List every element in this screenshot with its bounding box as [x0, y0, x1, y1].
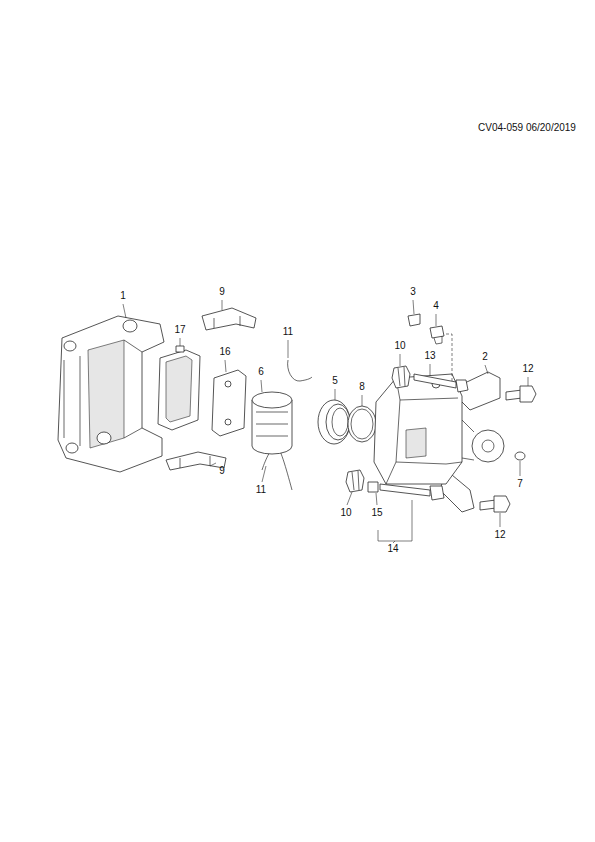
- guide-pin-boot-lower: [346, 470, 364, 492]
- callout-number: 7: [517, 479, 523, 489]
- pad-clip-lower: [166, 452, 226, 470]
- bleeder-cap-small: [515, 452, 525, 460]
- callout-number: 11: [283, 327, 293, 337]
- bleeder-cap: [408, 314, 420, 326]
- assembly-line: [446, 334, 452, 382]
- callout-number: 10: [394, 341, 405, 351]
- callout-number: 16: [219, 347, 230, 357]
- callout-number: 11: [256, 485, 266, 495]
- callout-number: 9: [219, 466, 225, 476]
- callout-number: 4: [433, 301, 439, 311]
- piston-boot: [318, 400, 350, 444]
- callout-number: 12: [522, 364, 533, 374]
- drawing-code: CV04-059 06/20/2019: [478, 123, 576, 133]
- callout-number: 2: [482, 352, 488, 362]
- guide-pin-lower: [368, 482, 444, 500]
- leader-lines: [123, 300, 528, 543]
- piston: [252, 392, 292, 454]
- caliper-bolt-upper: [506, 386, 536, 402]
- caliper-housing: [374, 372, 504, 512]
- caliper-bracket: [58, 316, 164, 472]
- callout-number: 13: [424, 351, 435, 361]
- pad-shim: [212, 370, 246, 436]
- callout-number: 12: [494, 530, 505, 540]
- guide-pin-boot-upper: [392, 366, 410, 388]
- callout-number: 17: [174, 325, 185, 335]
- caliper-bolt-lower: [480, 496, 510, 512]
- brake-pad: [158, 346, 200, 430]
- callout-number: 8: [359, 382, 365, 392]
- bleeder-screw: [430, 326, 444, 344]
- callout-number: 5: [332, 376, 338, 386]
- callout-number: 9: [219, 287, 225, 297]
- callout-number: 6: [258, 367, 264, 377]
- callout-number: 10: [340, 508, 351, 518]
- anti-rattle-spring-upper: [288, 360, 312, 381]
- pad-clip-upper: [202, 308, 256, 330]
- callout-number: 3: [410, 287, 416, 297]
- piston-seal: [348, 406, 376, 442]
- callout-number: 15: [371, 508, 382, 518]
- guide-pin-upper: [414, 374, 468, 392]
- callout-number: 14: [387, 544, 398, 554]
- callout-number: 1: [120, 291, 126, 301]
